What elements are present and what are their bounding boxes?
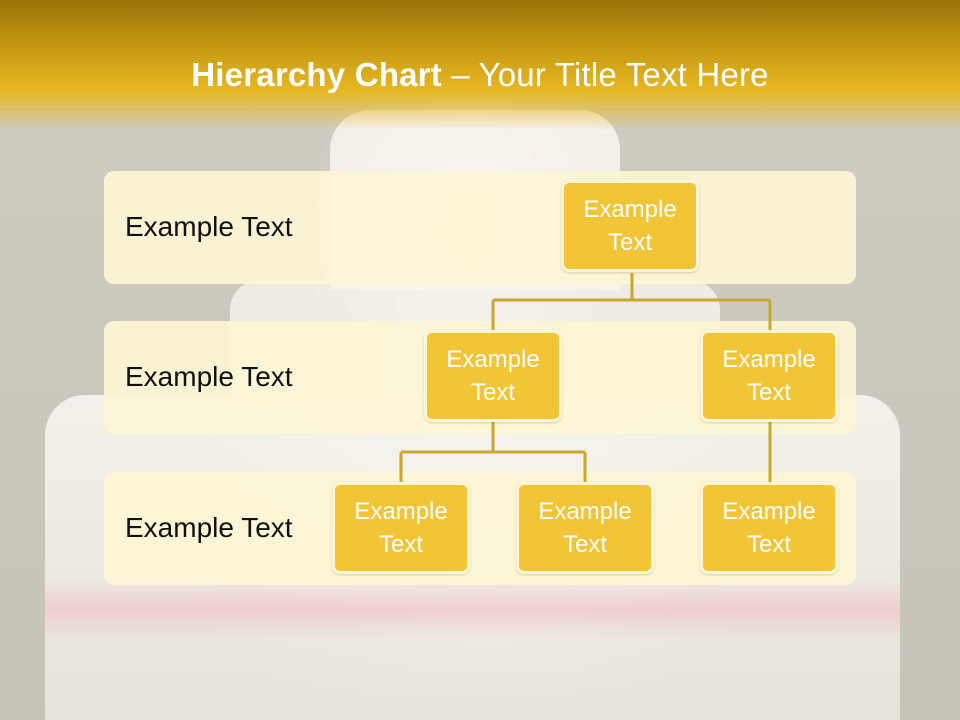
node-root[interactable]: Example Text (561, 180, 699, 272)
level-label-2: Example Text (125, 361, 293, 392)
title-bold-part: Hierarchy Chart (191, 56, 442, 93)
node-mid-left[interactable]: Example Text (424, 330, 562, 422)
node-mid-left-text: Example Text (446, 346, 540, 406)
node-mid-right-text: Example Text (722, 346, 816, 406)
node-leaf-1-text: Example Text (354, 498, 448, 558)
title-banner (0, 0, 960, 130)
node-leaf-1[interactable]: Example Text (332, 482, 470, 574)
node-leaf-3-text: Example Text (722, 498, 816, 558)
cake-ribbon (45, 580, 900, 640)
node-leaf-3[interactable]: Example Text (700, 482, 838, 574)
node-leaf-2[interactable]: Example Text (516, 482, 654, 574)
level-label-3: Example Text (125, 512, 293, 543)
level-label-1: Example Text (125, 211, 293, 242)
level-band-1: Example Text (104, 171, 856, 284)
node-leaf-2-text: Example Text (538, 498, 632, 558)
slide-title: Hierarchy Chart – Your Title Text Here (0, 56, 960, 94)
title-rest-part: – Your Title Text Here (441, 56, 769, 93)
node-mid-right[interactable]: Example Text (700, 330, 838, 422)
node-root-text: Example Text (583, 196, 677, 256)
